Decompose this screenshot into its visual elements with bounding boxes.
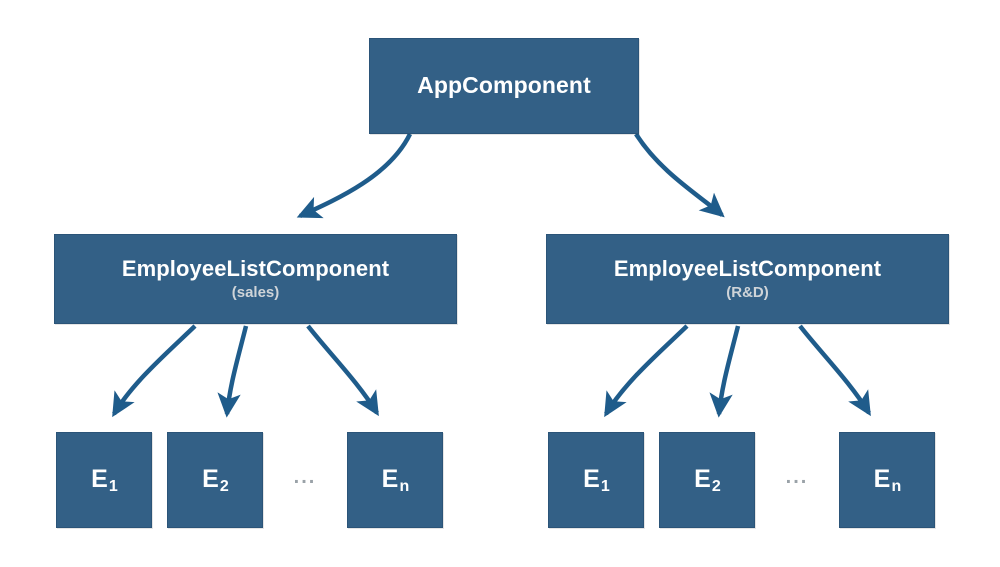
node-app-component[interactable]: AppComponent [369,38,639,134]
edge-app-to-rnd [634,132,725,218]
node-employee-left-2-label: E2 [202,465,229,496]
node-employee-right-2[interactable]: E2 [659,432,755,528]
node-employee-list-sales[interactable]: EmployeeListComponent (sales) [54,234,457,324]
node-employee-list-rnd-sublabel: (R&D) [726,283,769,301]
node-employee-right-n-label: En [873,465,902,496]
edge-sales-to-e1 [112,324,197,418]
node-employee-right-1-label: E1 [583,465,610,496]
edge-rnd-to-e2 [709,325,741,418]
node-employee-right-n[interactable]: En [839,432,935,528]
node-employee-left-1[interactable]: E1 [56,432,152,528]
node-employee-left-1-label: E1 [91,465,118,496]
node-employee-right-2-label: E2 [694,465,721,496]
node-employee-left-2[interactable]: E2 [167,432,263,528]
node-app-component-label: AppComponent [417,72,591,99]
node-employee-left-n[interactable]: En [347,432,443,528]
node-employee-list-sales-sublabel: (sales) [231,283,280,301]
node-employee-list-rnd[interactable]: EmployeeListComponent (R&D) [546,234,949,324]
edge-rnd-to-e1 [604,324,689,418]
node-employee-right-1[interactable]: E1 [548,432,644,528]
ellipsis-left: ... [293,466,317,488]
edge-sales-to-en [306,324,379,417]
node-employee-list-rnd-label: EmployeeListComponent [613,255,882,281]
edge-app-to-sales [296,133,413,219]
edge-rnd-to-en [798,324,871,417]
ellipsis-right: ... [785,466,809,488]
edge-sales-to-e2 [217,325,249,418]
node-employee-left-n-label: En [381,465,410,496]
node-employee-list-sales-label: EmployeeListComponent [121,255,390,281]
